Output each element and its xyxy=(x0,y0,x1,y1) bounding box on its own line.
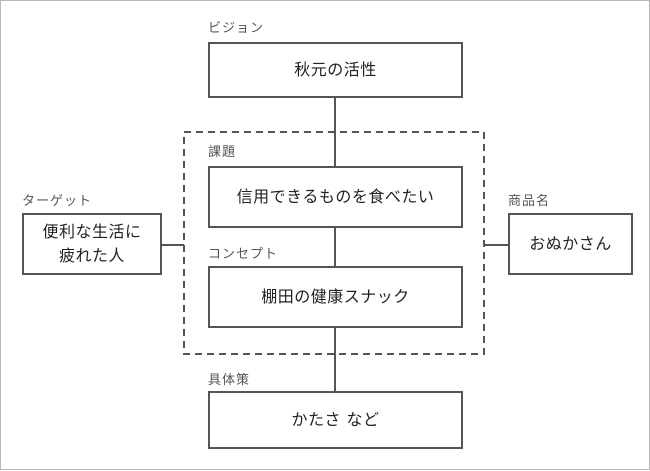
target-label: ターゲット xyxy=(22,194,93,209)
concept-box: 棚田の健康スナック xyxy=(208,266,463,328)
target-text-line2: 疲れた人 xyxy=(58,246,125,265)
issue-text: 信用できるものを食べたい xyxy=(236,187,435,206)
vision-box: 秋元の活性 xyxy=(208,42,463,98)
vision-label: ビジョン xyxy=(208,21,265,36)
product-box: おぬかさん xyxy=(508,213,633,275)
concept-text: 棚田の健康スナック xyxy=(261,287,410,306)
product-text: おぬかさん xyxy=(529,234,612,253)
issue-label: 課題 xyxy=(208,145,237,160)
issue-box: 信用できるものを食べたい xyxy=(208,166,463,228)
tactics-box: かたさ など xyxy=(208,391,463,449)
target-text-line1: 便利な生活に xyxy=(42,222,142,241)
vision-text: 秋元の活性 xyxy=(294,60,377,79)
target-box: 便利な生活に 疲れた人 xyxy=(22,213,162,275)
tactics-label: 具体策 xyxy=(208,373,251,388)
tactics-text: かたさ など xyxy=(291,410,380,429)
product-label: 商品名 xyxy=(508,194,551,209)
dashed-group-frame xyxy=(183,131,485,355)
concept-label: コンセプト xyxy=(208,247,279,262)
